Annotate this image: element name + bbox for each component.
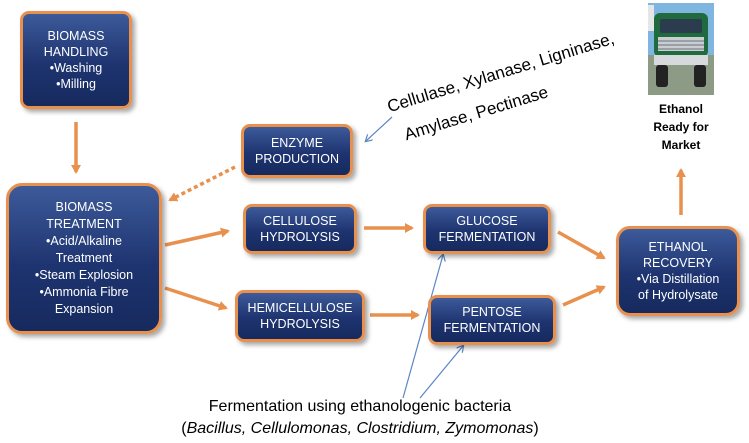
caption-line: Ready for [653, 120, 709, 134]
box-line: •Steam Explosion [34, 268, 134, 282]
box-line: FERMENTATION [438, 230, 536, 244]
paren-open: ( [181, 420, 187, 437]
box-line: CELLULOSE [263, 214, 337, 228]
pentose-fermentation-box: PENTOSE FERMENTATION [428, 295, 556, 345]
paren-close: ) [533, 420, 539, 437]
ethanol-market-caption: Ethanol Ready for Market [640, 100, 722, 154]
box-line: ENZYME [270, 136, 324, 150]
box-line: FERMENTATION [443, 321, 541, 335]
arrow-enzyme-to-treatment [168, 165, 236, 202]
fermentation-note: Fermentation using ethanologenic bacteri… [120, 398, 600, 416]
biomass-treatment-box: BIOMASS TREATMENT •Acid/Alkaline Treatme… [6, 183, 162, 334]
enzyme-production-box: ENZYME PRODUCTION [241, 124, 353, 178]
pointer-enzymes-to-production [366, 116, 393, 141]
box-line: PRODUCTION [254, 152, 340, 166]
box-line: BIOMASS [47, 29, 105, 43]
box-line: BIOMASS [55, 200, 113, 214]
glucose-fermentation-box: GLUCOSE FERMENTATION [423, 204, 551, 254]
pointer-bacteria-to-pentose [419, 346, 463, 399]
box-line: GLUCOSE [456, 214, 518, 228]
box-line: •Via Distillation [636, 272, 720, 286]
box-line: •Ammonia Fibre [39, 285, 129, 299]
ethanol-recovery-box: ETHANOL RECOVERY •Via Distillation of Hy… [616, 226, 740, 316]
fermentation-note-line: Fermentation using ethanologenic bacteri… [208, 398, 512, 415]
box-line: ETHANOL [648, 240, 708, 254]
box-line: •Washing [49, 61, 103, 75]
arrow-pentose-to-recovery [562, 285, 606, 307]
arrow-treatment-to-cellulose [164, 227, 230, 247]
arrow-glucose-to-recovery [557, 230, 606, 260]
box-line: of Hydrolysate [638, 288, 718, 302]
truck-icon [648, 3, 714, 95]
box-line: HEMICELLULOSE [247, 301, 353, 315]
box-line: TREATMENT [46, 217, 122, 231]
box-line: HANDLING [43, 45, 109, 59]
box-line: HYDROLYSIS [260, 230, 340, 244]
hemicellulose-hydrolysis-box: HEMICELLULOSE HYDROLYSIS [235, 290, 365, 342]
organism-list: Bacillus, Cellulomonas, Clostridium, Zym… [186, 420, 534, 437]
box-line: Treatment [55, 251, 113, 265]
biomass-handling-box: BIOMASS HANDLING •Washing •Milling [20, 11, 132, 109]
cellulose-hydrolysis-box: CELLULOSE HYDROLYSIS [243, 204, 357, 254]
fermentation-organisms: (Bacillus, Cellulomonas, Clostridium, Zy… [120, 420, 600, 438]
box-line: HYDROLYSIS [260, 317, 340, 331]
pointer-bacteria-to-glucose [402, 255, 443, 399]
box-line: •Milling [56, 77, 96, 91]
caption-line: Ethanol [659, 102, 703, 116]
box-line: •Acid/Alkaline [46, 234, 122, 248]
box-line: PENTOSE [462, 305, 522, 319]
caption-line: Market [661, 138, 701, 152]
box-line: Expansion [54, 302, 114, 316]
arrow-treatment-to-hemicellulose [164, 286, 228, 311]
box-line: RECOVERY [643, 256, 713, 270]
